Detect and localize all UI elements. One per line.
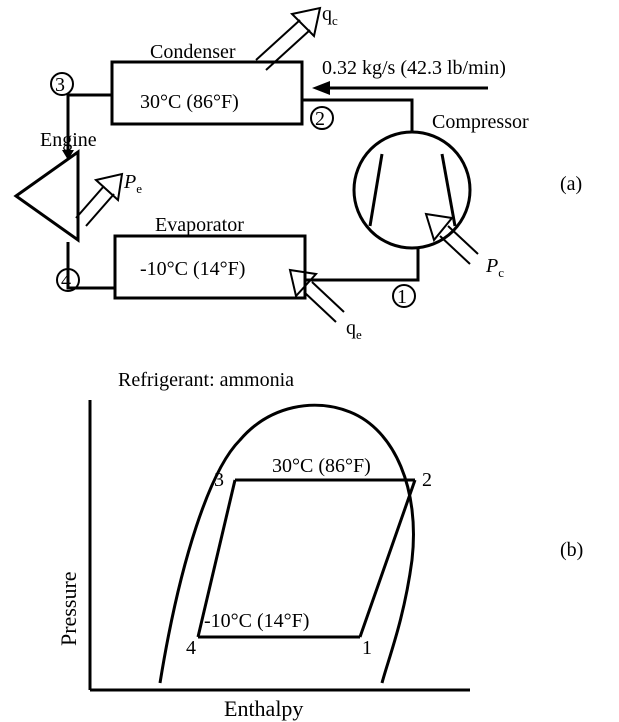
evaporator-box [113,234,307,300]
svg-text:3: 3 [55,74,65,96]
y-axis-label: Pressure [56,571,81,646]
svg-text:4: 4 [61,270,71,292]
heat-out-condenser-arrow [255,6,322,71]
svg-text:1: 1 [397,286,407,308]
point-3-label: 3 [214,469,224,491]
state-point-4: 4 [56,268,80,292]
evaporator-label: Evaporator [155,214,244,236]
x-axis-label: Enthalpy [224,696,303,721]
power-in-compressor-arrow [424,212,479,265]
heat-condenser-label: qc [322,3,338,28]
cycle-line-3-4 [196,479,237,638]
engine-triangle [13,149,80,243]
cycle-line-1-2 [358,479,417,638]
point-2-label: 2 [422,469,432,491]
svg-text:2: 2 [315,108,325,130]
heat-in-evaporator-arrow [288,268,345,323]
low-pressure-line-label: -10°C (14°F) [204,610,309,632]
saturation-dome [158,403,415,684]
condenser-box [110,60,304,126]
flow-arrowhead-left [312,81,330,95]
high-pressure-line-label: 30°C (86°F) [272,455,371,477]
flow-arrowhead [62,150,74,160]
power-compressor-label: Pc [485,255,504,280]
state-point-3: 3 [50,72,74,96]
flow-rate-label: 0.32 kg/s (42.3 lb/min) [322,57,506,79]
power-engine-label: Pe [123,171,142,196]
state-point-1: 1 [392,284,416,308]
engine-label: Engine [40,129,97,151]
point-4-label: 4 [186,637,196,659]
power-out-engine-arrow [75,172,124,227]
point-1-label: 1 [362,637,372,659]
evaporator-temp: -10°C (14°F) [140,258,245,280]
compressor-blade-right [440,153,457,227]
condenser-label: Condenser [150,41,236,63]
compressor-label: Compressor [432,111,529,133]
refrigerant-title: Refrigerant: ammonia [118,369,294,391]
compressor-blade-left [368,153,384,227]
condenser-temp: 30°C (86°F) [140,91,239,113]
compressor-circle [352,130,472,250]
piping [62,93,420,290]
part-b-tag: (b) [560,539,583,561]
heat-evaporator-label: qe [346,317,362,342]
part-a-tag: (a) [560,173,582,195]
state-point-2: 2 [310,106,334,130]
